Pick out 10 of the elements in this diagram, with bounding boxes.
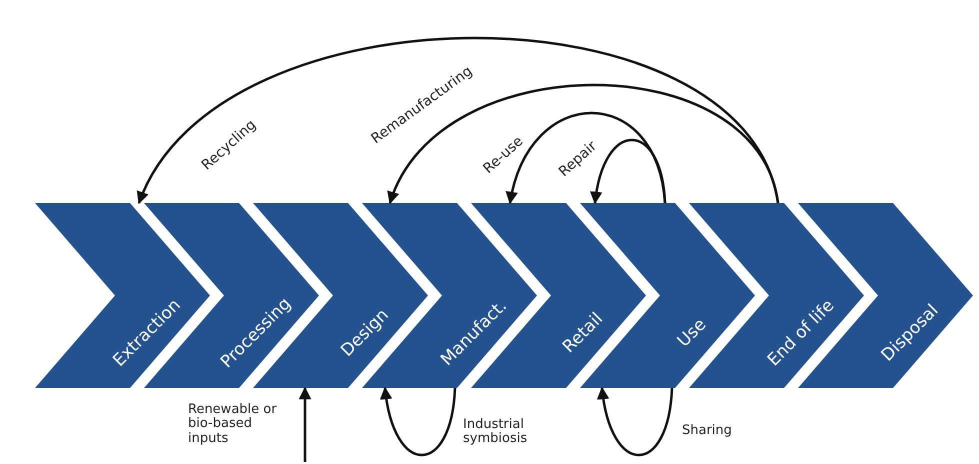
arrow [380,386,456,456]
stage-label: Use [674,314,710,352]
arrow [298,386,312,462]
arrow [388,84,780,204]
arrow [598,386,674,456]
edge-label: Sharing [682,424,733,438]
arrow [506,112,666,204]
edge-label: Industrial symbiosis [463,418,528,447]
edge-label: Renewable or bio-based inputs [188,403,278,446]
arrow [590,138,666,204]
